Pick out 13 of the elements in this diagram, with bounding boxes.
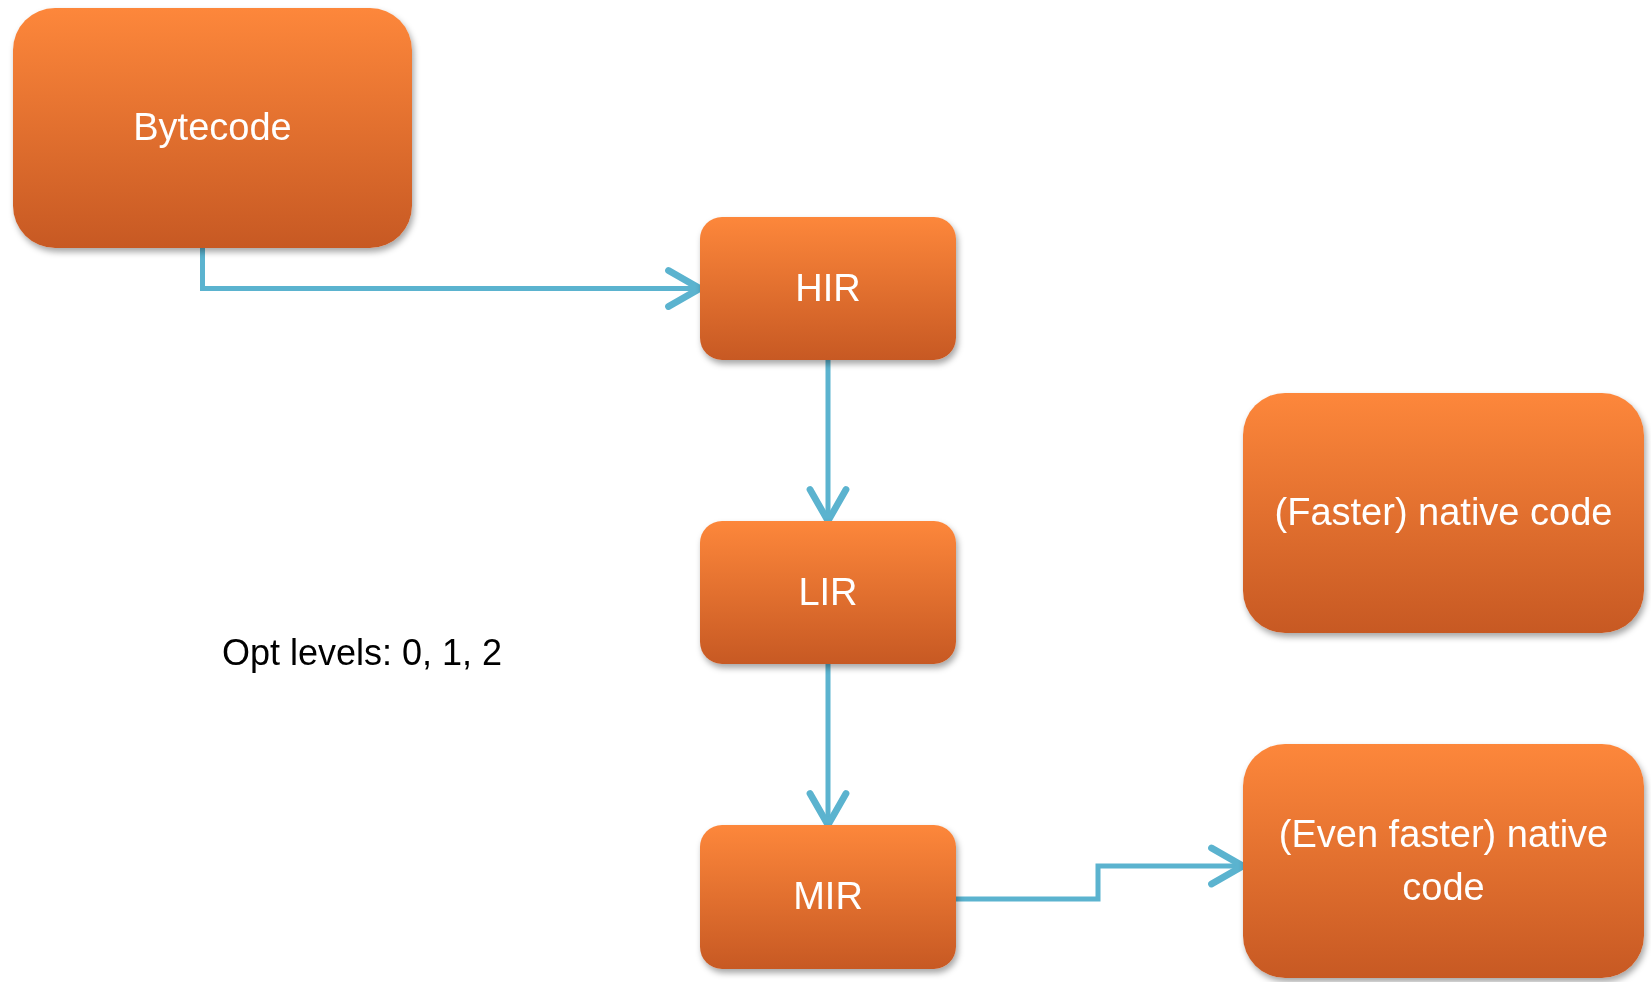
process-box	[1243, 393, 1644, 633]
process-box	[700, 825, 956, 969]
box-label: (Even faster) native code	[1277, 811, 1610, 910]
box-label: (Faster) native code	[1274, 490, 1613, 536]
process-box	[700, 521, 956, 664]
process-box	[1243, 744, 1644, 978]
box-label: HIR	[795, 265, 861, 311]
box-label: MIR	[793, 874, 863, 920]
process-box	[700, 217, 956, 360]
note-text: Opt levels: 0, 1, 2	[222, 632, 503, 674]
process-box	[13, 8, 412, 248]
box-label: Bytecode	[133, 105, 292, 151]
box-label: LIR	[798, 569, 858, 615]
